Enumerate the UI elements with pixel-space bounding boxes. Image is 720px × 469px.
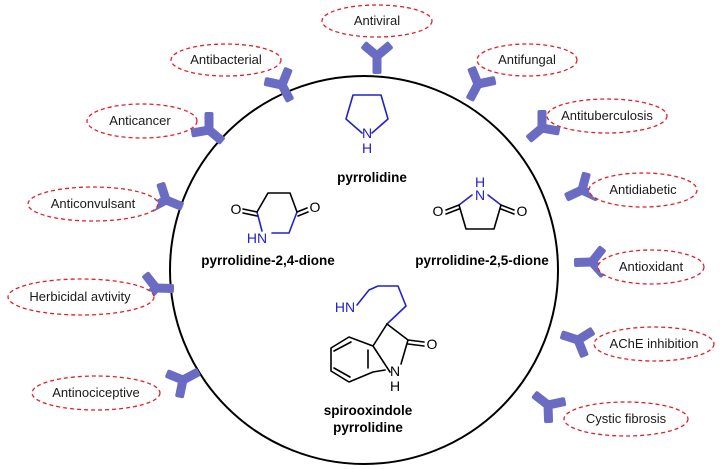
svg-text:H: H: [475, 174, 485, 190]
compound-label-pyrrolidine: pyrrolidine: [337, 170, 407, 185]
activity-label-antibacterial: Antibacterial: [170, 43, 282, 77]
compound-label-pyrrolidine-2-4-dione: pyrrolidine-2,4-dione: [201, 253, 335, 268]
svg-text:H: H: [390, 378, 400, 394]
svg-text:Cystic fibrosis: Cystic fibrosis: [586, 411, 667, 426]
svg-text:N: N: [475, 187, 485, 203]
svg-text:O: O: [433, 203, 444, 219]
svg-text:Herbicidal avtivity: Herbicidal avtivity: [29, 289, 131, 304]
compound-label-spirooxindole: spirooxindole: [324, 403, 413, 418]
svg-text:Antioxidant: Antioxidant: [619, 259, 684, 274]
svg-text:HN: HN: [335, 299, 355, 315]
svg-text:N: N: [390, 363, 400, 379]
svg-text:Antiviral: Antiviral: [354, 13, 400, 28]
antibody-icon: [555, 318, 598, 361]
svg-text:H: H: [362, 140, 372, 156]
pyrrolidine-2-4-dione-structure: O O HN pyrrolidine-2,4-dione: [201, 192, 335, 268]
spirooxindole-pyrrolidine-structure: HN O N H spirooxindole pyrrolidine: [324, 285, 438, 435]
svg-text:O: O: [310, 199, 321, 215]
antibody-icon: [523, 380, 571, 428]
svg-text:Anticonvulsant: Anticonvulsant: [51, 196, 136, 211]
antibody-icon: [161, 356, 207, 402]
activity-label-cystic-fibrosis: Cystic fibrosis: [563, 401, 689, 437]
central-circle: [169, 75, 559, 465]
antibody-icon: [360, 40, 394, 74]
activity-label-antidiabetic: Antidiabetic: [588, 172, 698, 208]
activity-label-antiviral: Antiviral: [321, 4, 433, 38]
svg-text:Antinociceptive: Antinociceptive: [52, 385, 139, 400]
svg-text:O: O: [427, 336, 438, 352]
compound-label-pyrrolidine-line2: pyrrolidine: [333, 420, 403, 435]
activity-label-antioxidant: Antioxidant: [597, 249, 705, 285]
antibody-icon-group: [140, 40, 608, 428]
svg-text:Antibacterial: Antibacterial: [190, 52, 262, 67]
svg-text:O: O: [517, 203, 528, 219]
svg-text:Anticancer: Anticancer: [109, 113, 171, 128]
svg-text:HN: HN: [247, 230, 267, 246]
compound-label-pyrrolidine-2-5-dione: pyrrolidine-2,5-dione: [415, 253, 549, 268]
activity-label-ache-inhibition: AChE inhibition: [593, 326, 715, 362]
activity-label-anticonvulsant: Anticonvulsant: [27, 186, 159, 222]
svg-text:O: O: [231, 201, 242, 217]
activity-label-antinociceptive: Antinociceptive: [31, 375, 161, 411]
svg-text:Antifungal: Antifungal: [498, 52, 556, 67]
pyrrolidine-structure: N H pyrrolidine: [337, 94, 407, 185]
activity-label-antifungal: Antifungal: [476, 43, 578, 77]
svg-text:Antituberculosis: Antituberculosis: [561, 108, 653, 123]
activity-label-antituberculosis: Antituberculosis: [546, 98, 668, 134]
svg-text:Antidiabetic: Antidiabetic: [609, 182, 677, 197]
pyrrolidine-2-5-dione-structure: H N O O pyrrolidine-2,5-dione: [415, 174, 549, 268]
activity-label-herbicidal-activity: Herbicidal avtivity: [7, 278, 155, 316]
svg-text:AChE inhibition: AChE inhibition: [610, 336, 699, 351]
svg-text:N: N: [362, 125, 372, 141]
activity-label-anticancer: Anticancer: [86, 103, 198, 139]
